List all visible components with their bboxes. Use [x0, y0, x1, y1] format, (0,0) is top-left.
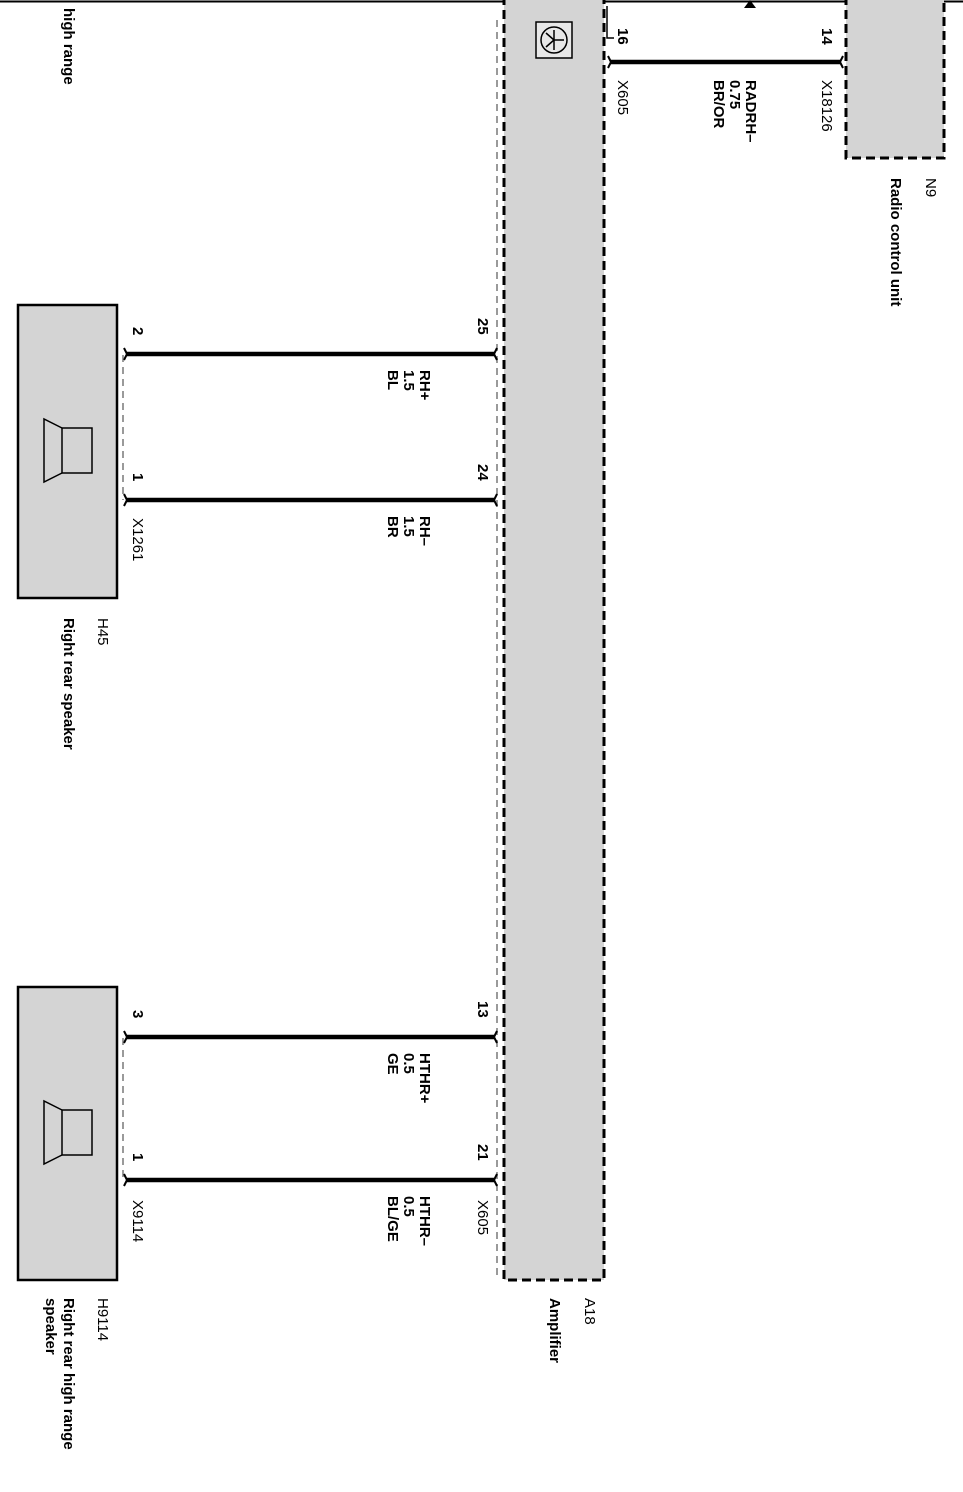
pin-25: 25 [474, 318, 491, 335]
wire-hthr-plus-size: 0.5 [400, 1053, 417, 1074]
speaker-h45: H45 Right rear speaker X1261 [16, 303, 146, 750]
speaker-h45-code: H45 [94, 618, 111, 646]
pin-24: 24 [474, 464, 491, 481]
wire-radrh-color: BR/OR [710, 80, 727, 129]
radio-connector-label: X18126 [818, 80, 835, 132]
amplifier-box [504, 0, 604, 1280]
wire-rh-plus-size: 1.5 [400, 370, 417, 391]
wire-rh-minus: 24 1 RH– 1.5 BR [123, 464, 498, 546]
top-left-caption: high range [60, 8, 77, 85]
wire-rh-plus-color: BL [384, 370, 401, 390]
speaker-h45-name: Right rear speaker [60, 618, 77, 750]
pin-16: 16 [614, 28, 631, 45]
wire-rh-plus: 25 2 RH+ 1.5 BL [123, 318, 498, 401]
pin-3: 3 [129, 1010, 146, 1018]
speaker-h9114: H9114 Right rear high range speaker X911… [16, 985, 146, 1450]
wire-hthr-plus-color: GE [384, 1053, 401, 1075]
speaker-h9114-connector: X9114 [129, 1200, 146, 1242]
speaker-icon [43, 417, 93, 484]
wire-hthr-minus-signal: HTHR– [416, 1196, 433, 1246]
radio-control-unit-box [846, 0, 944, 158]
wire-rh-plus-signal: RH+ [416, 370, 433, 401]
wire-rh-minus-size: 1.5 [400, 516, 417, 537]
speaker-h9114-name-line1: Right rear high range [60, 1298, 77, 1450]
speaker-h9114-code: H9114 [94, 1298, 111, 1341]
radio-control-unit: N9 Radio control unit X18126 14 [818, 0, 946, 306]
speaker-h9114-box [16, 985, 119, 1282]
pin-1-h9114: 1 [129, 1153, 146, 1161]
amplifier: A18 Amplifier X605 X605 [474, 0, 631, 1363]
wire-radrh: 16 RADRH– 0.75 BR/OR [606, 0, 844, 143]
speaker-h45-connector: X1261 [129, 518, 146, 561]
speaker-h9114-name-line2: speaker [42, 1298, 59, 1355]
wire-hthr-plus-signal: HTHR+ [416, 1053, 433, 1104]
pin-13: 13 [474, 1001, 491, 1018]
radio-unit-code: N9 [922, 178, 939, 197]
wire-hthr-minus-color: BL/GE [384, 1196, 401, 1242]
radio-unit-name: Radio control unit [887, 178, 904, 306]
amplifier-code: A18 [581, 1298, 598, 1325]
radio-pin-14: 14 [818, 28, 835, 45]
pin-21: 21 [474, 1144, 491, 1161]
amplifier-name: Amplifier [546, 1298, 563, 1363]
wire-rh-minus-color: BR [384, 516, 401, 538]
speaker-h45-box [16, 303, 119, 600]
amplifier-outline [502, 0, 606, 1282]
ground-symbol-icon [535, 21, 573, 59]
wire-radrh-signal: RADRH– [742, 80, 759, 143]
radio-control-unit-outline [844, 0, 946, 160]
wire-hthr-minus-size: 0.5 [400, 1196, 417, 1217]
wire-rh-minus-signal: RH– [416, 516, 433, 546]
pin-2: 2 [129, 327, 146, 335]
pin-1-h45: 1 [129, 473, 146, 481]
arrow-icon [744, 0, 756, 8]
wire-radrh-size: 0.75 [726, 80, 743, 109]
wire-hthr-minus: 21 1 HTHR– 0.5 BL/GE [123, 1144, 498, 1246]
amplifier-connector-top: X605 [614, 80, 631, 115]
wire-hthr-plus: 13 3 HTHR+ 0.5 GE [123, 1001, 498, 1104]
amplifier-connector-bottom: X605 [474, 1200, 491, 1235]
speaker-icon [43, 1099, 93, 1166]
